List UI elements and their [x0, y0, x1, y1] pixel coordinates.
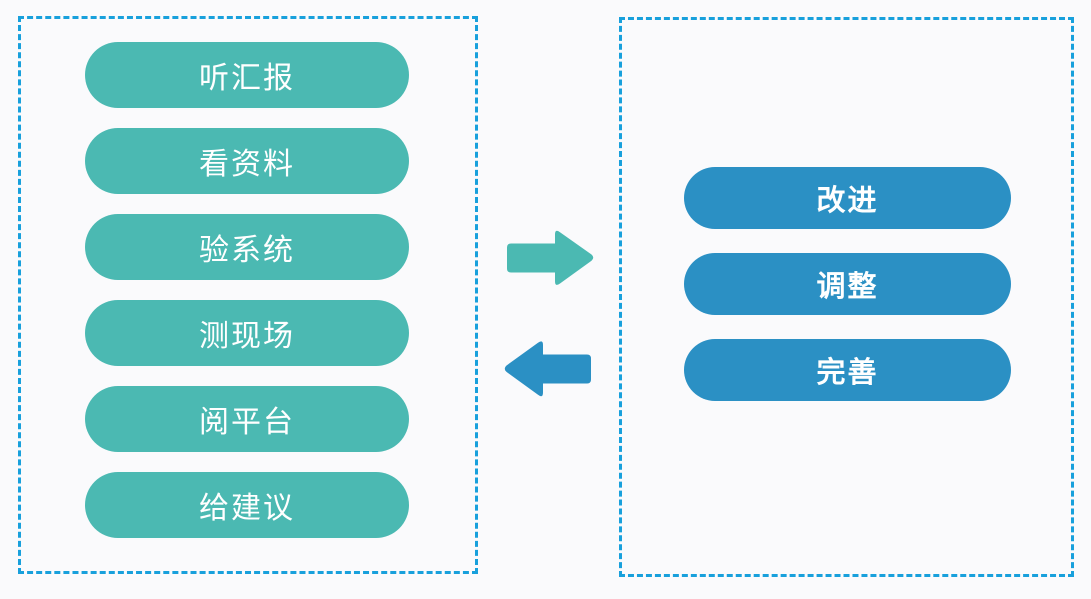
arrow-right-icon — [503, 228, 595, 288]
pill-item-6[interactable]: 给建议 — [85, 472, 409, 538]
pill-item-5[interactable]: 阅平台 — [85, 386, 409, 452]
pill-outcome-1[interactable]: 改进 — [684, 167, 1011, 229]
left-panel-dashed-border — [18, 16, 478, 574]
left-pill-group: 听汇报 看资料 验系统 测现场 阅平台 给建议 — [85, 42, 409, 538]
arrow-left-icon — [503, 338, 595, 400]
right-panel-dashed-border — [619, 17, 1074, 577]
pill-outcome-2[interactable]: 调整 — [684, 253, 1011, 315]
right-pill-group: 改进 调整 完善 — [684, 167, 1011, 401]
pill-item-4[interactable]: 测现场 — [85, 300, 409, 366]
pill-item-1[interactable]: 听汇报 — [85, 42, 409, 108]
pill-item-3[interactable]: 验系统 — [85, 214, 409, 280]
pill-item-2[interactable]: 看资料 — [85, 128, 409, 194]
pill-outcome-3[interactable]: 完善 — [684, 339, 1011, 401]
